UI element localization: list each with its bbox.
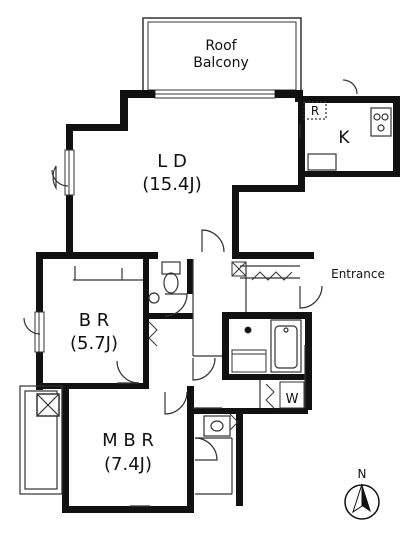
fridge-mark: R — [311, 104, 319, 118]
side-balcony — [19, 385, 63, 495]
mbr-label: M B R — [102, 430, 154, 451]
closet-marks — [148, 321, 239, 431]
washbasin — [203, 415, 231, 437]
roof-balcony-label-line2: Balcony — [193, 55, 249, 71]
kitchen-label: K — [338, 128, 350, 148]
ld-label: L D — [157, 151, 187, 172]
washbasin-toilet — [148, 292, 160, 304]
window-br-left — [34, 311, 45, 353]
ld-size: (15.4J) — [142, 174, 201, 195]
balcony-window — [154, 89, 276, 99]
north-arrow-icon: N — [344, 467, 380, 520]
bath-floor — [231, 326, 267, 373]
toilet — [161, 261, 181, 294]
exterior-walls — [36, 90, 400, 513]
mbr-size: (7.4J) — [104, 454, 152, 475]
br-label: B R — [79, 310, 110, 331]
door-swings — [23, 79, 358, 507]
wardrobe-label: W — [286, 392, 299, 407]
entrance-label: Entrance — [331, 267, 385, 281]
roof-balcony: Roof Balcony — [142, 17, 302, 95]
window-ld-left — [64, 149, 75, 196]
north-label: N — [358, 467, 367, 481]
br-size: (5.7J) — [70, 333, 118, 354]
shoe-closet — [231, 261, 293, 281]
bathtub — [270, 319, 302, 373]
wardrobe — [265, 381, 305, 409]
kitchen-fixtures — [299, 101, 392, 171]
roof-balcony-label-line1: Roof — [205, 38, 237, 54]
